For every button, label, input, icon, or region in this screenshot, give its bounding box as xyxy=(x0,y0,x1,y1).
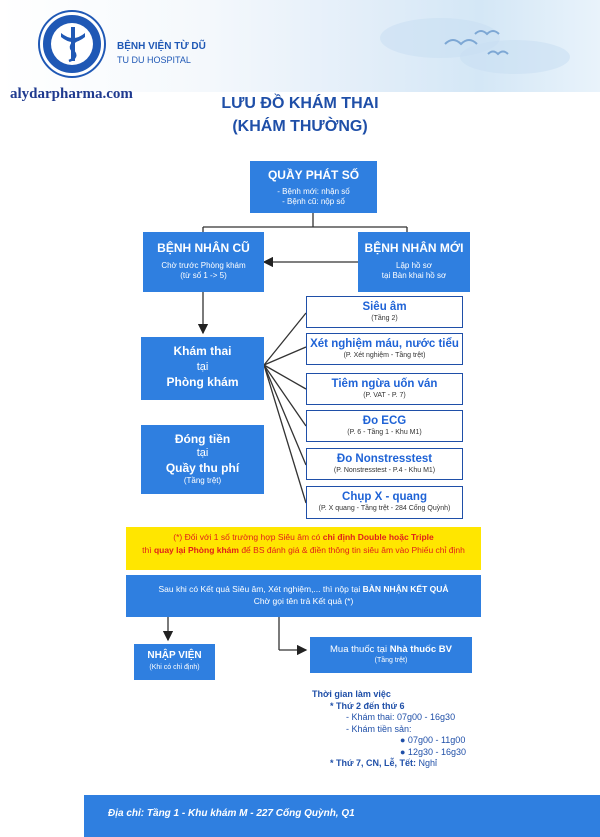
new-patient-line: Lập hồ sơ xyxy=(396,261,432,270)
hours-title: Thời gian làm việc xyxy=(312,689,391,699)
results-submission-box: Sau khi có Kết quả Siêu âm, Xét nghiệm,.… xyxy=(126,575,481,617)
new-patient-line: tại Bàn khai hồ sơ xyxy=(381,271,447,280)
service-sub: (P. VAT - P. 7) xyxy=(363,392,406,399)
service-ecg: Đo ECG (P. 6 - Tầng 1 - Khu M1) xyxy=(306,410,463,442)
pharmacy-text: Mua thuốc tại xyxy=(330,644,390,655)
service-xray: Chụp X - quang (P. X quang - Tầng trệt -… xyxy=(306,486,463,519)
hospital-name-vi: BỆNH VIỆN TỪ DŨ xyxy=(117,41,206,52)
service-title: Tiêm ngừa uốn ván xyxy=(331,378,438,390)
queue-ticket-line: - Bệnh cũ: nộp số xyxy=(282,197,345,206)
prenatal-exam-line: Khám thai xyxy=(173,344,232,358)
pharmacy-sub: (Tầng trệt) xyxy=(374,657,408,664)
prenatal-exam-line: tại xyxy=(196,361,209,373)
hours-prenatal: - Khám thai: 07g00 - 16g30 xyxy=(346,712,456,722)
address-text: Địa chỉ: Tầng 1 - Khu khám M - 227 Cống … xyxy=(108,808,355,819)
queue-ticket-box: QUẦY PHÁT SỐ - Bệnh mới: nhận số - Bệnh … xyxy=(250,161,377,213)
hours-slot: ● 07g00 - 11g00 xyxy=(400,735,466,745)
service-ultrasound: Siêu âm (Tầng 2) xyxy=(306,296,463,328)
returning-patient-box: BỆNH NHÂN CŨ Chờ trước Phòng khám (từ số… xyxy=(143,232,264,292)
hours-weekdays: * Thứ 2 đến thứ 6 xyxy=(330,700,405,711)
note-emphasis: quay lại Phòng khám xyxy=(153,545,239,555)
new-patient-title: BỆNH NHÂN MỚI xyxy=(364,241,464,255)
returning-patient-line: Chờ trước Phòng khám xyxy=(161,261,246,270)
prenatal-exam-box: Khám thai tại Phòng khám xyxy=(141,337,264,400)
pharmacy-name: Nhà thuốc BV xyxy=(389,644,452,655)
returning-patient-line: (từ số 1 -> 5) xyxy=(180,271,227,280)
working-hours: Thời gian làm việc * Thứ 2 đến thứ 6 - K… xyxy=(312,689,466,770)
note-text: để BS đánh giá & điền thông tin siêu âm … xyxy=(238,545,465,555)
payment-line: tại xyxy=(196,447,209,459)
prenatal-exam-line: Phòng khám xyxy=(166,375,239,389)
service-nonstress-test: Đo Nonstresstest (P. Nonstresstest - P.4… xyxy=(306,448,463,480)
admission-sub: (Khi có chỉ định) xyxy=(149,664,200,671)
service-sub: (P. Nonstresstest - P.4 - Khu M1) xyxy=(333,467,436,474)
cloud-decoration xyxy=(460,40,570,74)
service-sub: (P. X quang - Tầng trệt - 284 Cống Quỳnh… xyxy=(318,505,451,512)
page-title: LƯU ĐỒ KHÁM THAI xyxy=(221,95,379,112)
footer-address-bar: Địa chỉ: Tầng 1 - Khu khám M - 227 Cống … xyxy=(84,795,600,837)
note-emphasis: chỉ định Double hoặc Triple xyxy=(322,532,434,542)
new-patient-box: BỆNH NHÂN MỚI Lập hồ sơ tại Bàn khai hồ … xyxy=(358,232,470,292)
payment-line: Quầy thu phí xyxy=(165,461,240,475)
payment-line: Đóng tiền xyxy=(174,432,231,446)
queue-ticket-title: QUẦY PHÁT SỐ xyxy=(267,168,360,182)
service-title: Xét nghiệm máu, nước tiểu xyxy=(310,338,459,350)
hours-preconception: - Khám tiền sản: xyxy=(346,723,412,734)
service-sub: (P. 6 - Tầng 1 - Khu M1) xyxy=(347,429,422,436)
results-text: Chờ gọi tên trả Kết quả (*) xyxy=(253,596,354,606)
queue-ticket-line: - Bệnh mới: nhận số xyxy=(277,187,350,196)
note-text: (*) Đối với 1 số trường hợp Siêu âm có xyxy=(173,532,323,542)
results-desk-label: BÀN NHẬN KẾT QUẢ xyxy=(362,584,449,594)
hours-weekend-status: Nghỉ xyxy=(416,758,438,768)
payment-box: Đóng tiền tại Quầy thu phí (Tầng trệt) xyxy=(141,425,264,494)
service-title: Đo Nonstresstest xyxy=(336,453,433,465)
birds-icon xyxy=(444,30,509,56)
admission-box: NHẬP VIỆN (Khi có chỉ định) xyxy=(134,644,215,680)
service-sub: (Tầng 2) xyxy=(371,315,398,322)
service-title: Đo ECG xyxy=(362,415,407,427)
service-title: Siêu âm xyxy=(362,301,407,313)
results-text: Sau khi có Kết quả Siêu âm, Xét nghiệm,.… xyxy=(158,584,363,594)
returning-patient-title: BỆNH NHÂN CŨ xyxy=(157,241,250,255)
hospital-name-en: TU DU HOSPITAL xyxy=(117,55,191,65)
payment-sub: (Tầng trệt) xyxy=(183,476,222,485)
pharmacy-box: Mua thuốc tại Nhà thuốc BV (Tầng trệt) xyxy=(310,637,472,673)
special-case-note: (*) Đối với 1 số trường hợp Siêu âm có c… xyxy=(126,527,481,570)
page-subtitle: (KHÁM THƯỜNG) xyxy=(232,118,368,135)
service-lab-test: Xét nghiệm máu, nước tiểu (P. Xét nghiệm… xyxy=(306,333,463,365)
hospital-logo xyxy=(40,12,104,76)
admission-title: NHẬP VIỆN xyxy=(147,650,202,661)
hours-slot: ● 12g30 - 16g30 xyxy=(400,746,466,757)
service-title: Chụp X - quang xyxy=(342,491,427,503)
note-text: thì xyxy=(142,545,154,555)
service-tetanus-vaccine: Tiêm ngừa uốn ván (P. VAT - P. 7) xyxy=(306,373,463,405)
watermark: alydarpharma.com xyxy=(10,86,133,102)
service-sub: (P. Xét nghiệm - Tầng trệt) xyxy=(343,352,426,359)
caduceus-icon xyxy=(61,27,85,63)
hours-weekend: * Thứ 7, CN, Lễ, Tết: xyxy=(330,758,417,768)
